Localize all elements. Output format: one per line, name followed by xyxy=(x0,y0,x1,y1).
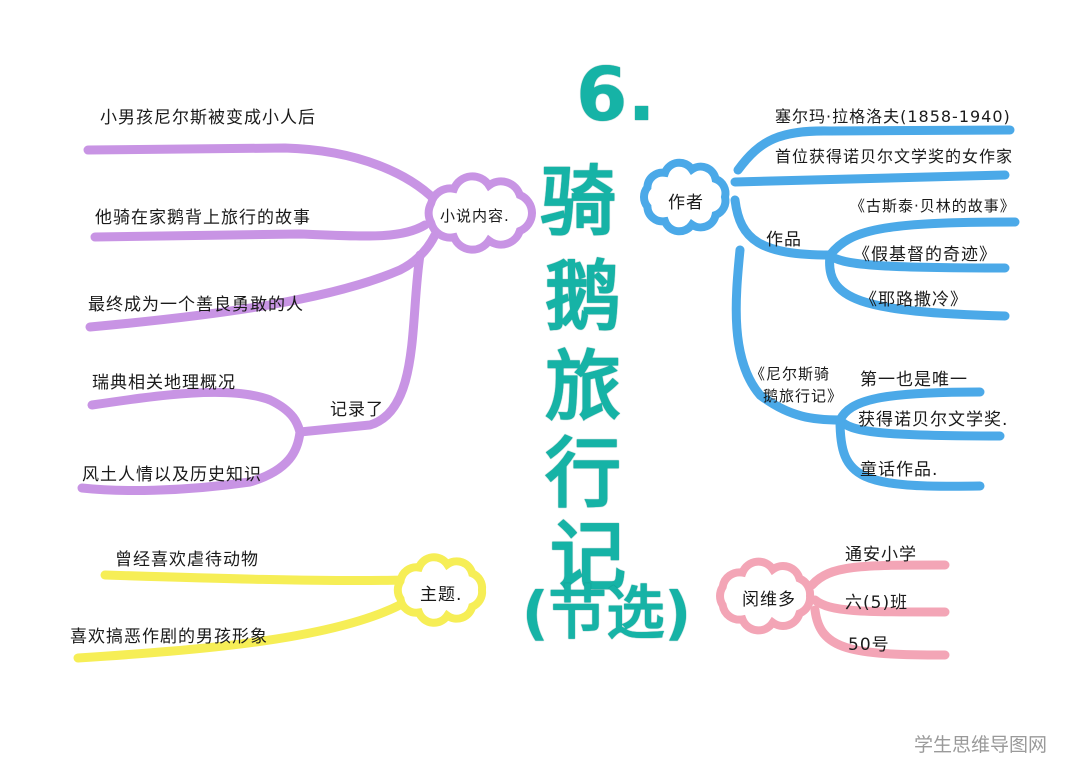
branch-line xyxy=(73,600,405,663)
records-item: 瑞典相关地理概况 xyxy=(92,373,236,393)
book-item: 获得诺贝尔文学奖. xyxy=(858,410,1009,430)
author-branches xyxy=(730,125,1020,491)
theme-cloud xyxy=(393,553,487,627)
branch-line xyxy=(295,250,425,437)
title-char: 鹅 xyxy=(545,252,621,341)
records-label: 记录了 xyxy=(330,400,384,420)
novel-content-node: 小说内容. xyxy=(440,207,510,225)
student-item: 六(5)班 xyxy=(845,593,909,613)
novel-content-item: 最终成为一个善良勇敢的人 xyxy=(88,295,304,315)
theme-branches xyxy=(73,570,410,663)
student-cloud xyxy=(716,557,815,635)
theme-node: 主题. xyxy=(420,585,463,605)
work-item: 《耶路撒冷》 xyxy=(860,290,968,310)
student-item: 50号 xyxy=(848,635,890,655)
novel-content-branches xyxy=(77,143,440,495)
branch-line xyxy=(90,220,430,242)
branch-line xyxy=(835,415,985,491)
work-item: 《古斯泰·贝林的故事》 xyxy=(850,197,1016,215)
book-item: 童话作品. xyxy=(860,460,939,480)
watermark: 学生思维导图网 xyxy=(914,734,1048,756)
title-subtitle: (节选) xyxy=(522,579,692,647)
branch-line xyxy=(733,125,1015,175)
branch-line xyxy=(100,570,410,586)
branch-line xyxy=(825,250,1010,273)
work-item: 《假基督的奇迹》 xyxy=(853,245,997,265)
title-char: 旅 xyxy=(545,342,621,431)
novel-content-cloud xyxy=(424,172,537,254)
title-char: 骑 xyxy=(540,157,616,246)
title-char: 记 xyxy=(550,512,626,601)
records-item: 风土人情以及历史知识 xyxy=(82,465,262,485)
branch-line xyxy=(83,143,440,205)
author-item: 首位获得诺贝尔文学奖的女作家 xyxy=(775,147,1014,166)
branch-line xyxy=(730,170,1010,187)
branch-line xyxy=(810,605,950,660)
author-cloud xyxy=(640,158,730,236)
chapter-number: 6. xyxy=(576,52,656,138)
theme-item: 喜欢搞恶作剧的男孩形象 xyxy=(70,627,268,647)
book-label: 《尼尔斯骑 xyxy=(750,365,831,383)
book-item: 第一也是唯一 xyxy=(860,370,968,390)
branch-line xyxy=(810,595,950,617)
book-label: 鹅旅行记》 xyxy=(763,387,844,405)
novel-content-item: 小男孩尼尔斯被变成小人后 xyxy=(100,108,316,128)
branch-line xyxy=(807,560,950,590)
branch-line xyxy=(77,387,305,495)
novel-content-item: 他骑在家鹅背上旅行的故事 xyxy=(95,208,311,228)
student-name: 闵维多 xyxy=(742,590,796,610)
student-item: 通安小学 xyxy=(845,545,917,565)
branch-line xyxy=(825,250,1010,321)
title-char: 行 xyxy=(545,429,621,518)
branch-line xyxy=(731,245,985,425)
author-node: 作者 xyxy=(668,193,704,213)
theme-item: 曾经喜欢虐待动物 xyxy=(115,550,259,570)
author-item: 塞尔玛·拉格洛夫(1858-1940) xyxy=(775,107,1011,126)
student-branches xyxy=(807,560,950,660)
works-label: 作品 xyxy=(766,230,802,250)
